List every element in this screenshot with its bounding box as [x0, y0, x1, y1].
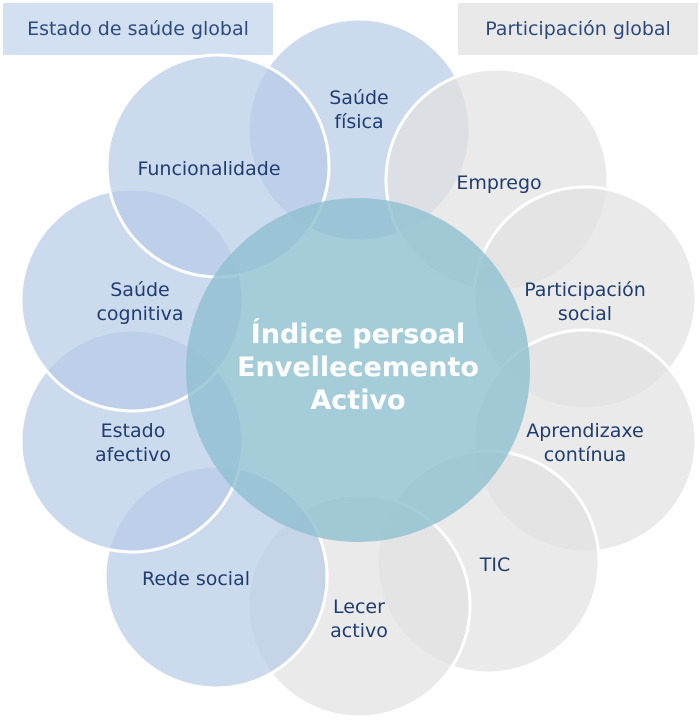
- petal-label-funcionalidade: Funcionalidade: [137, 158, 280, 180]
- petal-label-participacion-social: Participación: [524, 279, 646, 301]
- legend-health: Estado de saúde global: [3, 3, 273, 55]
- petal-label-saude-cognitiva: Saúde: [110, 279, 170, 301]
- petal-label-estado-afectivo: Estado: [101, 420, 166, 442]
- petal-label-rede-social: Rede social: [142, 568, 250, 590]
- petal-label-lecer-activo: Lecer: [333, 596, 385, 618]
- legend-participation-label: Participación global: [485, 18, 671, 40]
- center-title-line: Envellecemento: [237, 352, 479, 383]
- label-layer: SaúdefísicaEmpregoParticipaciónsocialApr…: [95, 87, 646, 642]
- legend-participation: Participación global: [458, 3, 698, 55]
- center-title-line: Índice persoal: [251, 318, 466, 350]
- legend-health-label: Estado de saúde global: [27, 18, 249, 40]
- petal-label-aprendizaxe-continua: contínua: [544, 444, 627, 466]
- petal-label-saude-fisica: física: [334, 111, 383, 133]
- center-hub: [186, 198, 530, 542]
- petal-label-estado-afectivo: afectivo: [95, 444, 171, 466]
- petal-label-participacion-social: social: [558, 303, 612, 325]
- petal-label-lecer-activo: activo: [330, 620, 388, 642]
- petal-label-saude-cognitiva: cognitiva: [96, 303, 183, 325]
- petal-label-emprego: Emprego: [456, 172, 541, 194]
- petal-label-aprendizaxe-continua: Aprendizaxe: [526, 420, 644, 442]
- center-title-line: Activo: [310, 385, 405, 416]
- center-layer: [186, 198, 530, 542]
- petal-label-tic: TIC: [479, 554, 510, 576]
- petal-label-saude-fisica: Saúde: [329, 87, 389, 109]
